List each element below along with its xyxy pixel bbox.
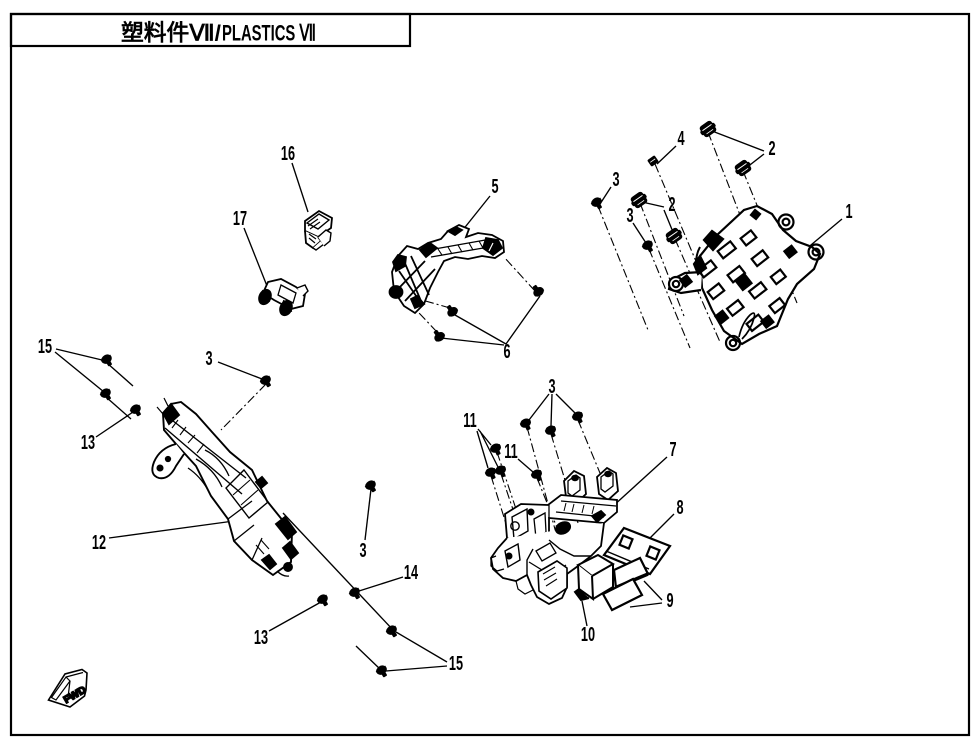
- svg-text:2: 2: [768, 137, 775, 160]
- svg-text:15: 15: [38, 335, 52, 358]
- svg-text:10: 10: [581, 623, 595, 646]
- svg-text:13: 13: [254, 626, 268, 649]
- svg-text:16: 16: [281, 142, 295, 165]
- svg-text:6: 6: [503, 340, 510, 363]
- svg-text:17: 17: [233, 207, 247, 230]
- svg-text:9: 9: [666, 589, 673, 612]
- svg-text:4: 4: [677, 127, 684, 150]
- svg-text:5: 5: [491, 175, 498, 198]
- svg-text:11: 11: [504, 440, 517, 463]
- svg-text:8: 8: [676, 496, 683, 519]
- svg-text:2: 2: [668, 193, 675, 216]
- svg-text:塑料件Ⅶ/: 塑料件Ⅶ/: [121, 21, 222, 46]
- svg-text:3: 3: [548, 375, 555, 398]
- svg-text:3: 3: [612, 168, 619, 191]
- svg-text:15: 15: [449, 652, 463, 675]
- svg-text:3: 3: [626, 204, 633, 227]
- svg-text:11: 11: [463, 409, 476, 432]
- svg-text:7: 7: [669, 438, 676, 461]
- svg-text:12: 12: [92, 531, 106, 554]
- svg-text:14: 14: [404, 561, 419, 584]
- svg-text:13: 13: [81, 431, 95, 454]
- svg-text:3: 3: [359, 539, 366, 562]
- svg-text:3: 3: [205, 347, 212, 370]
- svg-text:1: 1: [845, 200, 852, 223]
- svg-text:PLASTICS Ⅶ: PLASTICS Ⅶ: [222, 21, 316, 46]
